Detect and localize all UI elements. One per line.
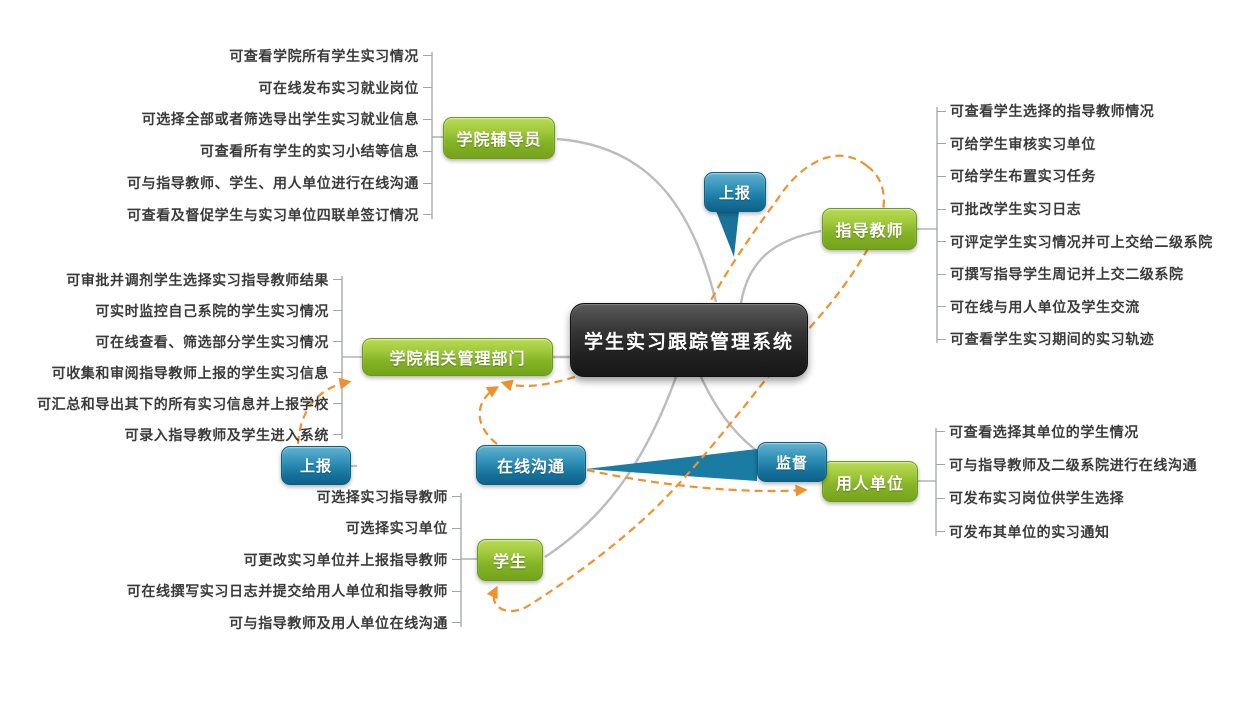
feature-item: 可查看学生选择的指导教师情况: [937, 95, 1213, 128]
supervise-callout-tail: [586, 449, 757, 481]
relation-loop-to-student: [486, 165, 885, 613]
feature-item: 可查看所有学生的实习小结等信息: [127, 135, 432, 167]
branch-curves: [544, 137, 822, 559]
branch-center-teacher: [739, 229, 822, 304]
counselor-feature-list: 可查看学院所有学生实习情况可在线发布实习就业岗位可选择全部或者筛选导出学生实习就…: [127, 40, 432, 231]
flow-label-report-top[interactable]: 上报: [704, 172, 766, 212]
feature-item: 可与指导教师、学生、用人单位进行在线沟通: [127, 167, 432, 199]
flow-label-supervise[interactable]: 监督: [757, 442, 827, 482]
flow-label-online-chat[interactable]: 在线沟通: [476, 445, 586, 485]
feature-item: 可录入指导教师及学生进入系统: [37, 419, 342, 450]
relation-chat-department: [478, 386, 500, 445]
report-top-callout-tail: [716, 211, 739, 257]
feature-item: 可在线与用人单位及学生交流: [937, 291, 1213, 324]
department-feature-list: 可审批并调剂学生选择实习指导教师结果可实时监控自己系院的学生实习情况可在线查看、…: [37, 264, 342, 450]
feature-item: 可批改学生实习日志: [937, 193, 1213, 226]
feature-item: 可查看及督促学生与实习单位四联单签订情况: [127, 199, 432, 231]
feature-item: 可给学生审核实习单位: [937, 128, 1213, 161]
branch-center-student: [544, 376, 678, 559]
feature-item: 可与指导教师及用人单位在线沟通: [127, 607, 461, 639]
feature-item: 可在线撰写实习日志并提交给用人单位和指导教师: [127, 576, 461, 608]
feature-item: 可评定学生实习情况并可上交给二级系院: [937, 225, 1213, 258]
role-node-student[interactable]: 学生: [477, 539, 543, 581]
feature-item: 可与指导教师及二级系院进行在线沟通: [936, 448, 1197, 481]
employer-feature-list: 可查看选择其单位的学生情况可与指导教师及二级系院进行在线沟通可发布实习岗位供学生…: [936, 415, 1197, 548]
feature-item: 可在线查看、筛选部分学生实习情况: [37, 326, 342, 357]
feature-item: 可查看学生实习期间的实习轨迹: [937, 323, 1213, 356]
feature-item: 可给学生布置实习任务: [937, 160, 1213, 193]
role-node-teacher[interactable]: 指导教师: [822, 208, 917, 250]
student-feature-list: 可选择实习指导教师可选择实习单位可更改实习单位并上报指导教师可在线撰写实习日志并…: [127, 481, 461, 639]
feature-item: 可撰写指导学生周记并上交二级系院: [937, 258, 1213, 291]
feature-item: 可发布实习岗位供学生选择: [936, 482, 1197, 515]
flow-label-report-left[interactable]: 上报: [281, 446, 351, 485]
feature-item: 可更改实习单位并上报指导教师: [127, 544, 461, 576]
feature-item: 可选择实习指导教师: [127, 481, 461, 513]
feature-item: 可选择实习单位: [127, 513, 461, 545]
role-node-employer[interactable]: 用人单位: [822, 461, 918, 502]
feature-item: 可实时监控自己系院的学生实习情况: [37, 295, 342, 326]
feature-item: 可在线发布实习就业岗位: [127, 72, 432, 104]
central-topic-node[interactable]: 学生实习跟踪管理系统: [570, 303, 808, 377]
feature-item: 可查看学院所有学生实习情况: [127, 40, 432, 72]
role-node-department[interactable]: 学院相关管理部门: [362, 338, 553, 376]
feature-item: 可收集和审阅指导教师上报的学生实习信息: [37, 357, 342, 388]
branch-counselor-center: [556, 137, 718, 303]
feature-item: 可发布其单位的实习通知: [936, 515, 1197, 548]
feature-item: 可查看选择其单位的学生情况: [936, 415, 1197, 448]
feature-item: 可审批并调剂学生选择实习指导教师结果: [37, 264, 342, 295]
feature-item: 可汇总和导出其下的所有实习信息并上报学校: [37, 388, 342, 419]
feature-item: 可选择全部或者筛选导出学生实习就业信息: [127, 104, 432, 136]
relation-chat-employer: [586, 468, 808, 497]
role-node-counselor[interactable]: 学院辅导员: [443, 117, 555, 159]
teacher-feature-list: 可查看学生选择的指导教师情况可给学生审核实习单位可给学生布置实习任务可批改学生实…: [937, 95, 1213, 356]
